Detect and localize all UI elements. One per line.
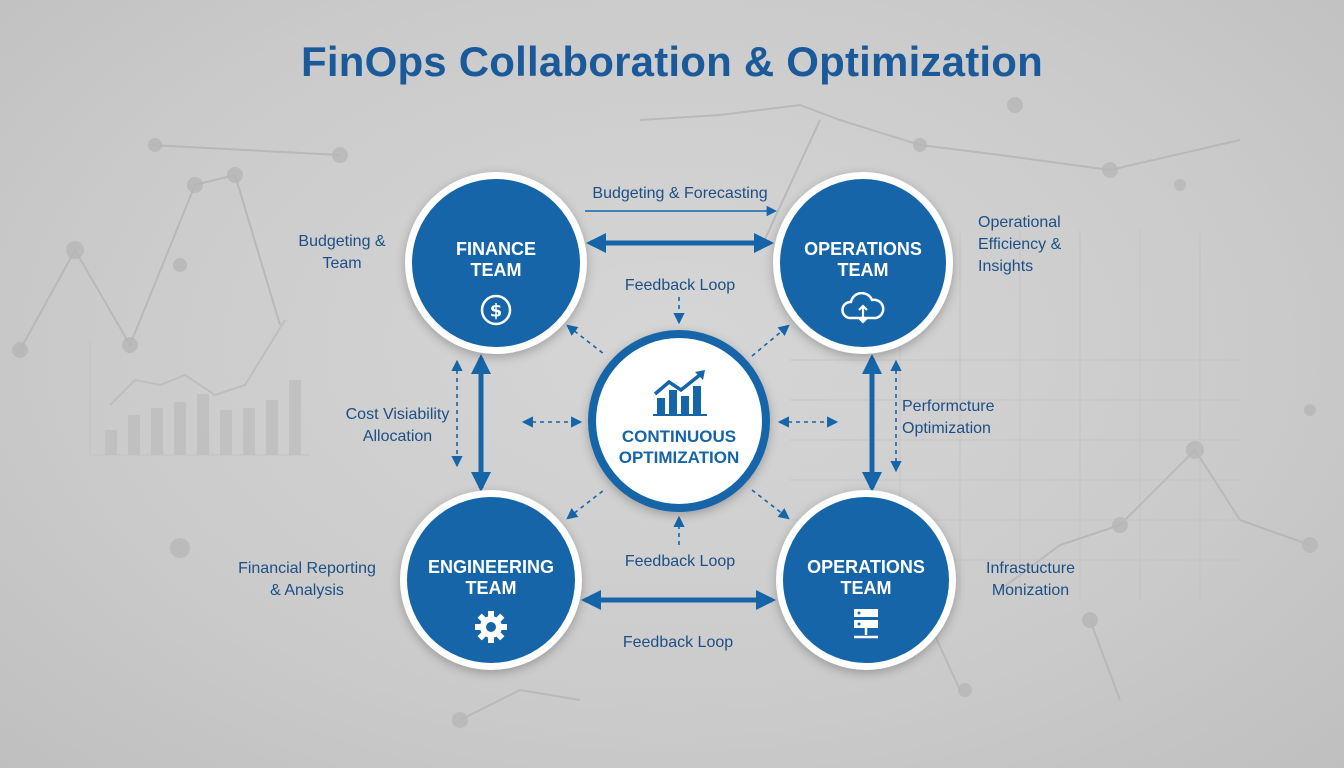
annotation-ops-top-line2: Efficiency & [978, 236, 1062, 253]
operations-team-top-line1: OPERATIONS [804, 239, 922, 259]
annotation-feedback-bottom: Feedback Loop [622, 634, 734, 651]
annotation-financial-reporting: Financial Reporting & Analysis [222, 558, 392, 602]
svg-text:$: $ [490, 301, 503, 322]
annotation-infrastructure: Infrastucture Monization [968, 558, 1093, 602]
annotation-ops-top-line3: Insights [978, 258, 1034, 275]
annotation-infrastructure-line2: Monization [991, 582, 1070, 599]
operations-team-bottom-line1: OPERATIONS [807, 557, 925, 577]
engineering-team-label: ENGINEERING TEAM [407, 557, 575, 599]
engineering-team-node[interactable]: ENGINEERING TEAM [400, 490, 582, 670]
dashed-arrow-top-right [751, 324, 790, 357]
annotation-financial-reporting-line2: & Analysis [270, 582, 344, 599]
cloud-icon [841, 292, 885, 324]
annotation-finance-side-line1: Budgeting & [298, 233, 386, 250]
annotation-finance-side: Budgeting & Team [272, 231, 412, 275]
annotation-cost-visibility-line2: Allocation [362, 428, 433, 445]
annotation-performance-line1: Performcture [902, 398, 995, 415]
dashed-arrow-top-left [566, 324, 605, 355]
continuous-optimization-label: CONTINUOUS OPTIMIZATION [596, 426, 762, 468]
operations-team-bottom-line2: TEAM [840, 578, 892, 598]
page-title: FinOps Collaboration & Optimization [301, 38, 1043, 85]
operations-team-top-node[interactable]: OPERATIONS TEAM [773, 172, 953, 354]
annotation-infrastructure-line1: Infrastucture [986, 560, 1075, 577]
gear-icon [475, 611, 507, 643]
operations-team-bottom-node[interactable]: OPERATIONS TEAM [776, 490, 956, 670]
dashed-arrow-bottom-right [751, 489, 790, 520]
continuous-optimization-node[interactable]: CONTINUOUS OPTIMIZATION [588, 330, 770, 512]
operations-team-top-line2: TEAM [837, 260, 889, 280]
annotation-budgeting-forecasting: Budgeting & Forecasting [592, 185, 768, 202]
annotation-cost-visibility-line1: Cost Visiability [345, 406, 450, 423]
operations-team-top-label: OPERATIONS TEAM [780, 239, 946, 281]
annotation-cost-visibility: Cost Visiability Allocation [320, 404, 475, 448]
annotation-financial-reporting-line1: Financial Reporting [238, 560, 376, 577]
annotation-performance-line2: Optimization [902, 420, 991, 437]
finance-team-node[interactable]: FINANCE TEAM $ [405, 172, 587, 354]
engineering-team-line2: TEAM [465, 578, 517, 598]
annotation-feedback-top: Feedback Loop [624, 277, 736, 294]
server-icon [854, 609, 878, 639]
center-line1: CONTINUOUS [621, 427, 737, 446]
engineering-team-line1: ENGINEERING [427, 557, 555, 577]
annotation-operations-top-side: Operational Efficiency & Insights [978, 212, 1108, 278]
center-line2: OPTIMIZATION [618, 448, 740, 467]
dollar-icon: $ [480, 294, 512, 326]
chart-trend-icon [653, 370, 707, 416]
annotation-ops-top-line1: Operational [978, 214, 1061, 231]
finance-team-line1: FINANCE [456, 239, 536, 259]
operations-team-bottom-label: OPERATIONS TEAM [783, 557, 949, 599]
annotation-performance-optimization: Performcture Optimization [902, 396, 1032, 440]
dashed-arrow-bottom-left [566, 489, 605, 520]
finance-team-label: FINANCE TEAM [412, 239, 580, 281]
annotation-feedback-middle: Feedback Loop [624, 553, 736, 570]
finance-team-line2: TEAM [470, 260, 522, 280]
annotation-finance-side-line2: Team [322, 255, 362, 272]
